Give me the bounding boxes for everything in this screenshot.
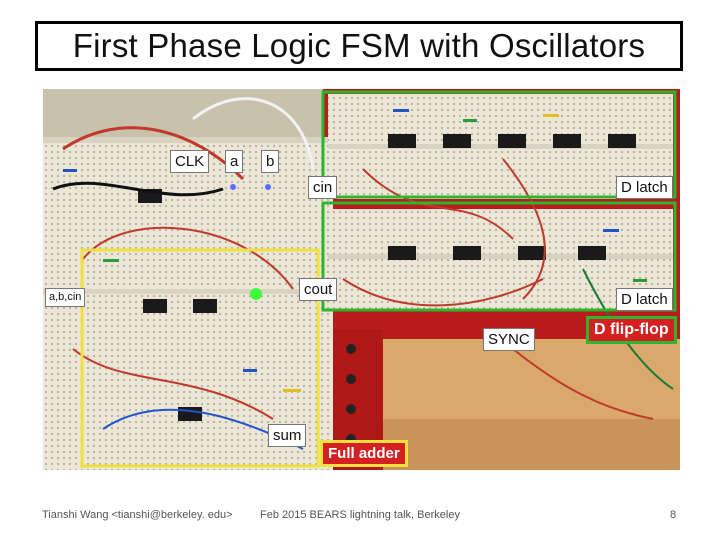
label-full-adder: Full adder (320, 440, 408, 467)
footer-page-number: 8 (670, 509, 677, 521)
breadboard-photo: CLK a b cin D latch D latch a,b,cin cout… (43, 89, 680, 470)
label-cin: cin (308, 176, 338, 199)
title-box: First Phase Logic FSM with Oscillators (35, 21, 683, 71)
label-d-latch-top: D latch (616, 176, 673, 199)
label-d-flip-flop: D flip-flop (586, 316, 677, 344)
label-cout: cout (299, 278, 338, 301)
label-d-latch-bottom: D latch (616, 288, 673, 311)
label-sum: sum (268, 424, 307, 447)
label-sync: SYNC (483, 328, 535, 351)
breadboard-illustration (43, 89, 680, 470)
label-abcin: a,b,cin (45, 288, 86, 307)
footer-event: Feb 2015 BEARS lightning talk, Berkeley (260, 509, 460, 521)
footer-author: Tianshi Wang <tianshi@berkeley. edu> (42, 509, 233, 521)
label-b: b (261, 150, 280, 173)
slide-title: First Phase Logic FSM with Oscillators (72, 27, 646, 64)
label-clk: CLK (170, 150, 210, 173)
label-a: a (225, 150, 244, 173)
